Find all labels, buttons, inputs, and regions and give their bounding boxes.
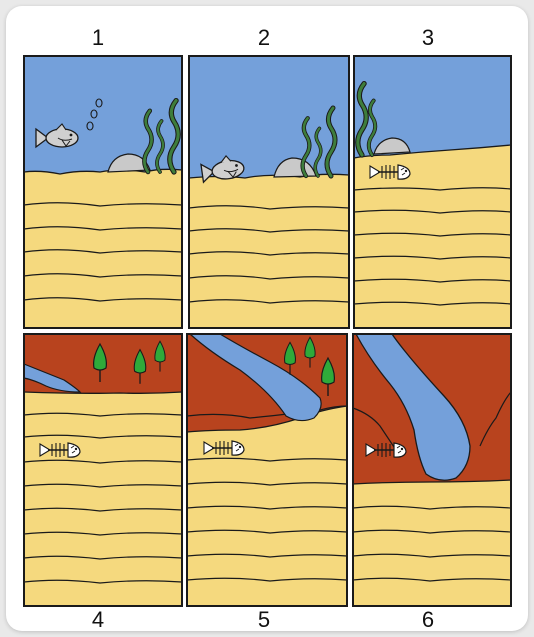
- panel-3: [354, 56, 511, 328]
- panel-1: [24, 56, 182, 328]
- panel-2: [189, 56, 349, 328]
- panel-4: [24, 334, 182, 606]
- panel-6: [353, 334, 511, 606]
- panel-5: [187, 334, 347, 606]
